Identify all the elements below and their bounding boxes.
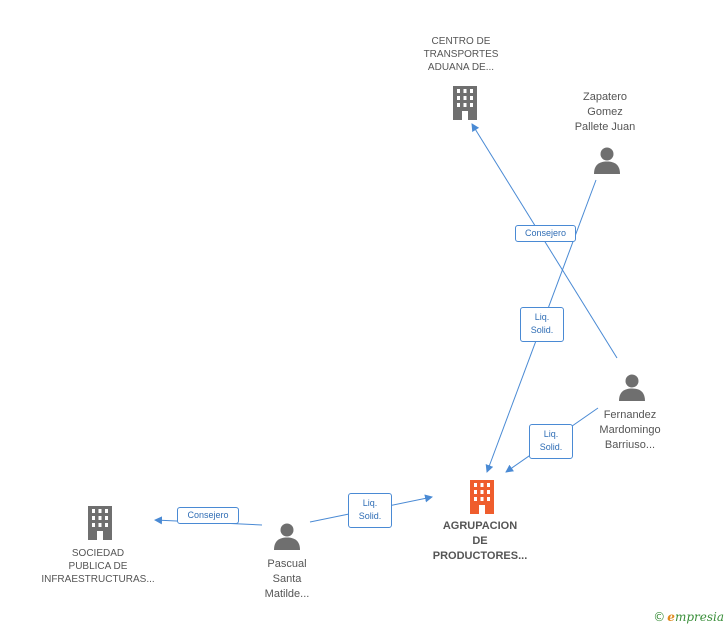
building-icon[interactable] (449, 86, 481, 120)
edge-label-line: Liq. (534, 312, 550, 322)
node-label-line: SOCIEDAD (71, 548, 125, 559)
node-label-line: Santa (272, 573, 302, 585)
edge-label-consejero[interactable]: Consejero (515, 225, 576, 242)
edge-label-consejero[interactable]: Consejero (177, 507, 239, 524)
node-label-line: Zapatero (582, 91, 628, 103)
node-label-line: Gomez (587, 106, 623, 118)
node-label-line: Barriuso... (604, 439, 656, 451)
empresia-brand[interactable]: ©empresia (653, 610, 724, 624)
node-label-line: AGRUPACION (442, 520, 518, 532)
node-label-line: PUBLICA DE (68, 561, 128, 572)
node-label-line: ADUANA DE... (427, 62, 495, 73)
edge-label-liq-solid[interactable]: Liq. Solid. (348, 493, 392, 528)
edge-label-line: Liq. (543, 429, 559, 439)
brand-initial: e (667, 610, 675, 624)
node-label-line: TRANSPORTES (423, 49, 499, 60)
edge-label-line: Solid. (530, 325, 554, 335)
node-label-line: DE (472, 535, 488, 547)
node-label-line: CENTRO DE (431, 36, 491, 47)
node-label-line: Pallete Juan (574, 121, 636, 133)
person-icon[interactable] (593, 146, 621, 174)
node-label-line: Fernandez (603, 409, 657, 421)
edge-label-line: Consejero (524, 228, 567, 238)
edge-label-liq-solid[interactable]: Liq. Solid. (520, 307, 564, 342)
edge-label-line: Solid. (358, 511, 382, 521)
node-label-line: Pascual (267, 558, 307, 570)
copyright-symbol: © (653, 610, 666, 624)
edge-label-line: Solid. (539, 442, 563, 452)
node-label-agrupacion[interactable]: AGRUPACION DE PRODUCTORES... (420, 519, 540, 564)
edge-label-line: Liq. (362, 498, 378, 508)
edge-label-line: Consejero (187, 510, 229, 520)
node-label-line: Matilde... (264, 588, 310, 600)
node-label-line: Mardomingo (599, 424, 661, 436)
edge-label-liq-solid[interactable]: Liq. Solid. (529, 424, 573, 459)
node-label-fernandez[interactable]: Fernandez Mardomingo Barriuso... (582, 408, 678, 453)
building-icon[interactable] (84, 506, 116, 540)
node-label-line: INFRAESTRUCTURAS... (41, 574, 155, 585)
node-label-pascual[interactable]: Pascual Santa Matilde... (240, 557, 334, 602)
node-label-centro[interactable]: CENTRO DE TRANSPORTES ADUANA DE... (400, 35, 522, 74)
person-icon[interactable] (273, 522, 301, 550)
node-label-zapatero[interactable]: Zapatero Gomez Pallete Juan (555, 90, 655, 135)
node-label-line: PRODUCTORES... (432, 550, 528, 562)
building-icon-main[interactable] (466, 480, 498, 514)
person-icon[interactable] (618, 373, 646, 401)
node-label-sociedad[interactable]: SOCIEDAD PUBLICA DE INFRAESTRUCTURAS... (34, 547, 162, 586)
brand-name: mpresia (674, 610, 724, 624)
